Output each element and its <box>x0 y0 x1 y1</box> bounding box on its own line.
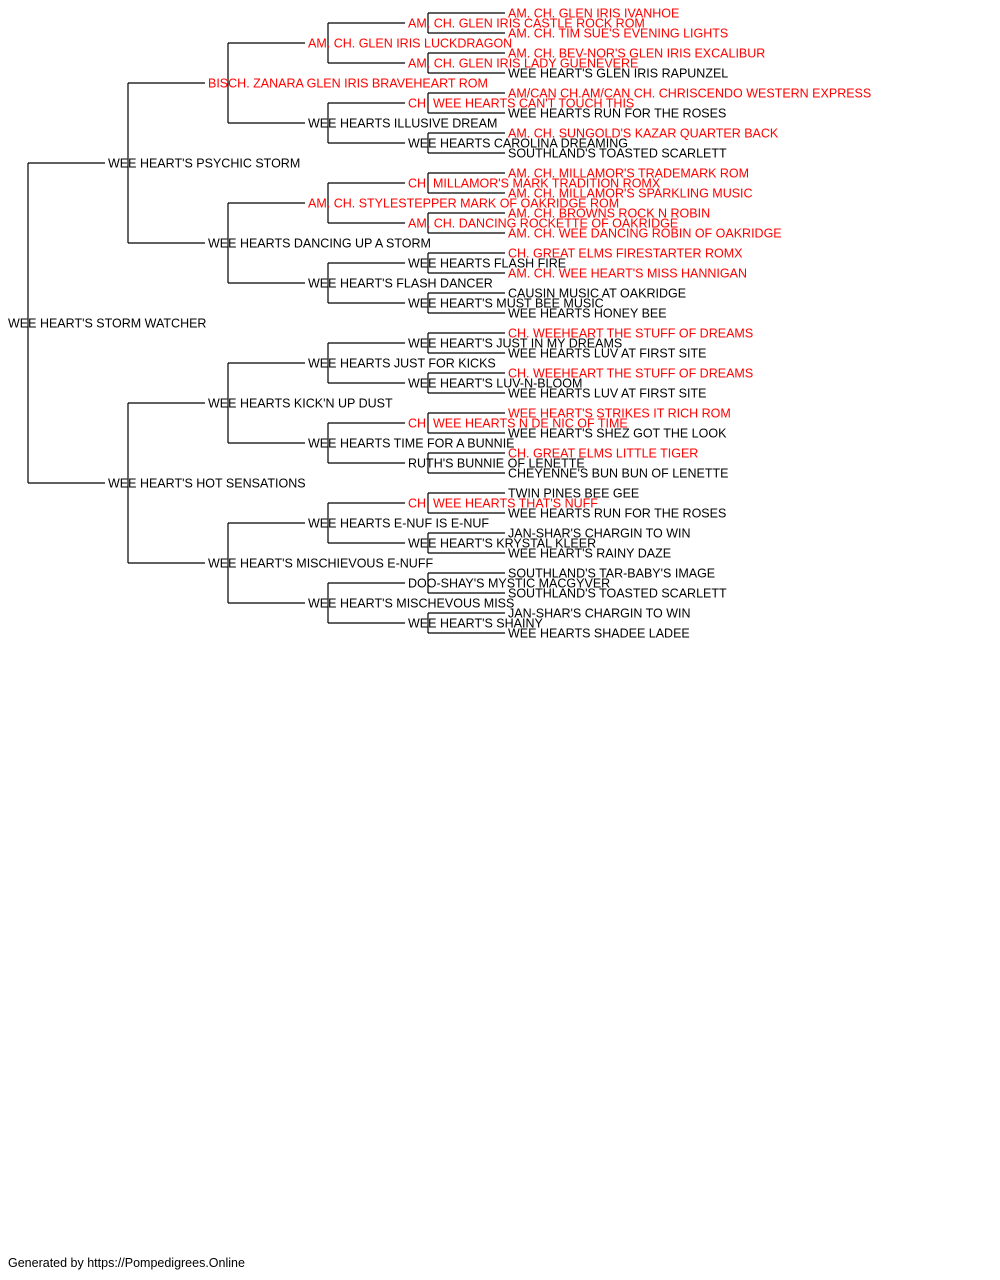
ancestor-name: AM. CH. STYLESTEPPER MARK OF OAKRIDGE RO… <box>308 197 619 211</box>
ancestor-name: DOO-SHAY'S MYSTIC MACGYVER <box>408 577 610 591</box>
ancestor-name: SOUTHLAND'S TOASTED SCARLETT <box>508 147 727 161</box>
ancestor-name: AM. CH. BEV-NOR'S GLEN IRIS EXCALIBUR <box>508 47 765 61</box>
ancestor-name: AM. CH. GLEN IRIS CASTLE ROCK ROM <box>408 17 645 31</box>
ancestor-name: SOUTHLAND'S TAR-BABY'S IMAGE <box>508 567 715 581</box>
ancestor-name: WEE HEART'S RAINY DAZE <box>508 547 671 561</box>
ancestor-name: WEE HEARTS TIME FOR A BUNNIE <box>308 437 515 451</box>
ancestor-name: WEE HEARTS JUST FOR KICKS <box>308 357 496 371</box>
ancestor-name: CAUSIN MUSIC AT OAKRIDGE <box>508 287 686 301</box>
ancestor-name: AM. CH. GLEN IRIS IVANHOE <box>508 7 679 21</box>
ancestor-name: CH. GREAT ELMS FIRESTARTER ROMX <box>508 247 743 261</box>
ancestor-name: WEE HEART'S KRYSTAL KLEER <box>408 537 596 551</box>
ancestor-name: WEE HEARTS FLASH FIRE <box>408 257 566 271</box>
ancestor-name: CH. GREAT ELMS LITTLE TIGER <box>508 447 698 461</box>
ancestor-name: WEE HEARTS ILLUSIVE DREAM <box>308 117 497 131</box>
ancestor-name: CH. WEEHEART THE STUFF OF DREAMS <box>508 367 753 381</box>
ancestor-name: AM. CH. WEE DANCING ROBIN OF OAKRIDGE <box>508 227 782 241</box>
ancestor-name: JAN-SHAR'S CHARGIN TO WIN <box>508 527 691 541</box>
ancestor-name: WEE HEART'S GLEN IRIS RAPUNZEL <box>508 67 728 81</box>
ancestor-name: WEE HEARTS CAROLINA DREAMING <box>408 137 628 151</box>
ancestor-name: AM. CH. BROWNS ROCK N ROBIN <box>508 207 710 221</box>
ancestor-name: AM/CAN CH.AM/CAN CH. CHRISCENDO WESTERN … <box>508 87 871 101</box>
ancestor-name: WEE HEART'S LUV-N-BLOOM <box>408 377 582 391</box>
ancestor-name: WEE HEARTS LUV AT FIRST SITE <box>508 347 706 361</box>
ancestor-name: WEE HEART'S HOT SENSATIONS <box>108 477 306 491</box>
subject-name: WEE HEART'S STORM WATCHER <box>8 317 206 331</box>
ancestor-name: CH. MILLAMOR'S MARK TRADITION ROMX <box>408 177 661 191</box>
ancestor-name: CHEYENNE'S BUN BUN OF LENETTE <box>508 467 728 481</box>
ancestor-name: WEE HEART'S PSYCHIC STORM <box>108 157 300 171</box>
pedigree-labels: WEE HEART'S STORM WATCHER WEE HEART'S PSY… <box>8 7 871 641</box>
ancestor-name: AM. CH. GLEN IRIS LADY GUENEVERE <box>408 57 638 71</box>
ancestor-name: WEE HEART'S MUST BEE MUSIC <box>408 297 604 311</box>
ancestor-name: WEE HEARTS E-NUF IS E-NUF <box>308 517 489 531</box>
ancestor-name: TWIN PINES BEE GEE <box>508 487 639 501</box>
ancestor-name: CH. WEE HEARTS N DE NIC OF TIME <box>408 417 628 431</box>
ancestor-name: WEE HEARTS DANCING UP A STORM <box>208 237 431 251</box>
connector-lines <box>27 12 505 634</box>
ancestor-name: AM. CH. TIM SUE'S EVENING LIGHTS <box>508 27 728 41</box>
ancestor-name: WEE HEART'S JUST IN MY DREAMS <box>408 337 622 351</box>
ancestor-name: AM. CH. MILLAMOR'S TRADEMARK ROM <box>508 167 749 181</box>
ancestor-name: WEE HEARTS KICK'N UP DUST <box>208 397 393 411</box>
ancestor-name: WEE HEART'S MISCHEVOUS MISS <box>308 597 514 611</box>
ancestor-name: AM. CH. GLEN IRIS LUCKDRAGON <box>308 37 512 51</box>
ancestor-name: WEE HEARTS RUN FOR THE ROSES <box>508 107 726 121</box>
ancestor-name: AM. CH. SUNGOLD'S KAZAR QUARTER BACK <box>508 127 779 141</box>
ancestor-name: CH. WEE HEARTS THAT'S NUFF <box>408 497 598 511</box>
ancestor-name: WEE HEARTS SHADEE LADEE <box>508 627 690 641</box>
ancestor-name: JAN-SHAR'S CHARGIN TO WIN <box>508 607 691 621</box>
ancestor-name: AM. CH. DANCING ROCKETTE OF OAKRIDGE <box>408 217 678 231</box>
ancestor-name: AM. CH. WEE HEART'S MISS HANNIGAN <box>508 267 747 281</box>
ancestor-name: AM. CH. MILLAMOR'S SPARKLING MUSIC <box>508 187 753 201</box>
ancestor-name: WEE HEARTS HONEY BEE <box>508 307 667 321</box>
generated-by-footer: Generated by https://Pompedigrees.Online <box>8 1256 245 1270</box>
ancestor-name: WEE HEARTS RUN FOR THE ROSES <box>508 507 726 521</box>
ancestor-name: SOUTHLAND'S TOASTED SCARLETT <box>508 587 727 601</box>
ancestor-name: CH. WEE HEARTS CAN'T TOUCH THIS <box>408 97 634 111</box>
ancestor-name: CH. WEEHEART THE STUFF OF DREAMS <box>508 327 753 341</box>
ancestor-name: WEE HEART'S STRIKES IT RICH ROM <box>508 407 731 421</box>
ancestor-name: WEE HEART'S MISCHIEVOUS E-NUFF <box>208 557 433 571</box>
ancestor-name: BISCH. ZANARA GLEN IRIS BRAVEHEART ROM <box>208 77 488 91</box>
ancestor-name: WEE HEART'S SHEZ GOT THE LOOK <box>508 427 727 441</box>
ancestor-name: RUTH'S BUNNIE OF LENETTE <box>408 457 585 471</box>
ancestor-name: WEE HEARTS LUV AT FIRST SITE <box>508 387 706 401</box>
ancestor-name: WEE HEART'S FLASH DANCER <box>308 277 493 291</box>
ancestor-name: WEE HEART'S SHAINY <box>408 617 543 631</box>
